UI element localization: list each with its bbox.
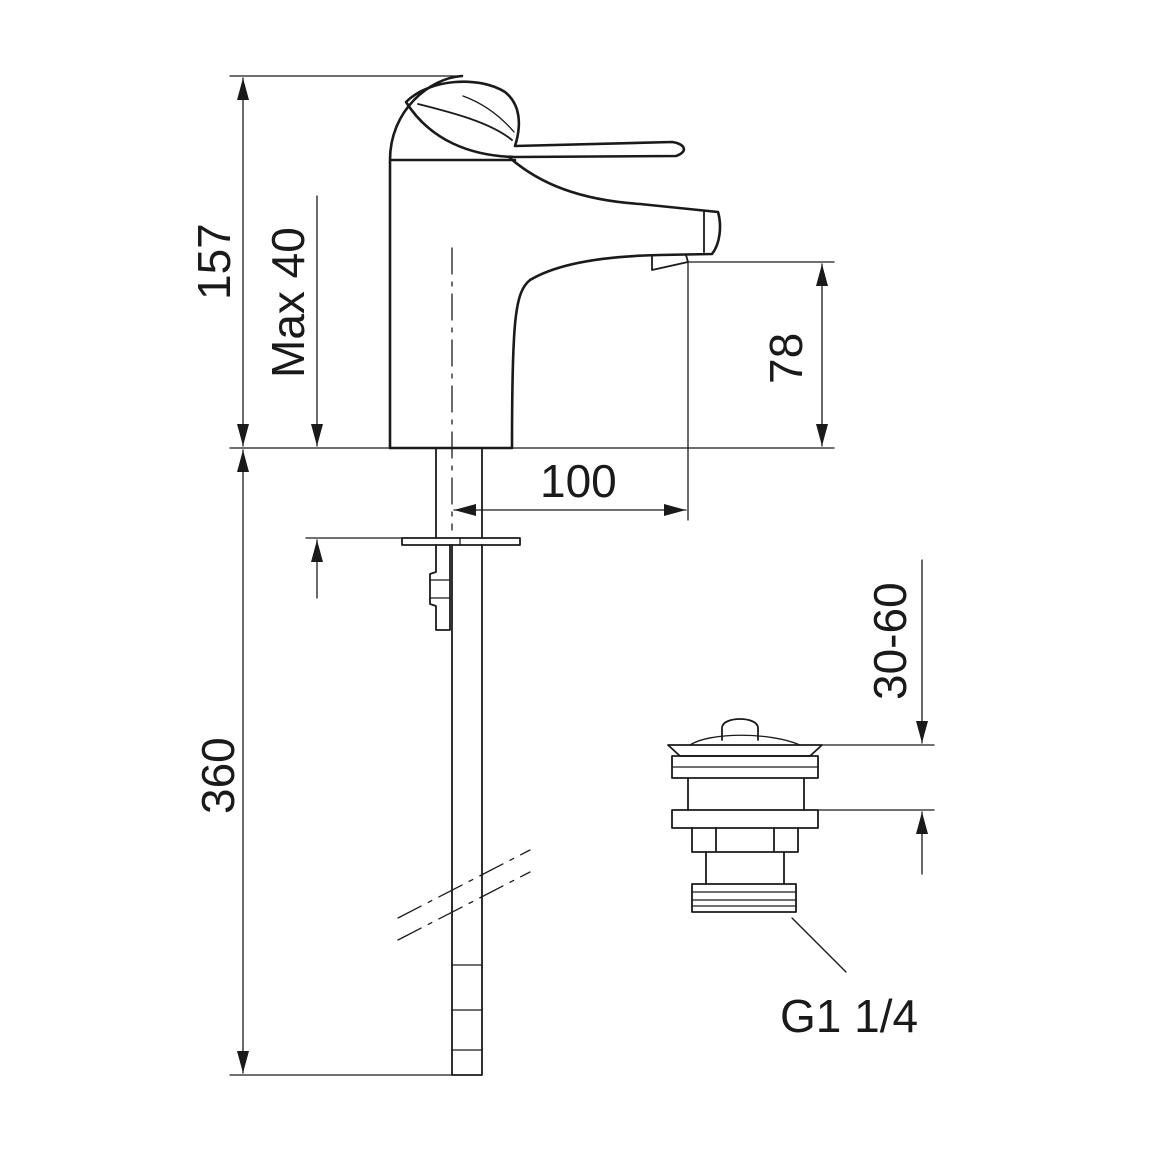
label-spout-height: 78	[760, 333, 812, 384]
break-line-1	[397, 849, 531, 919]
waste-body	[687, 777, 805, 811]
supply-hose	[451, 544, 483, 1076]
dim-waste-range	[817, 559, 935, 875]
label-waste-range: 30-60	[864, 582, 916, 700]
spout-aerator	[651, 254, 689, 271]
label-waste-thread: G1 1/4	[780, 990, 918, 1042]
faucet-body	[388, 74, 722, 450]
waste-knob	[721, 718, 759, 741]
thread-leader	[791, 917, 847, 973]
lever-handle	[404, 80, 686, 159]
label-deck-thickness: Max 40	[262, 227, 314, 378]
lever-inner-line-2	[462, 95, 515, 133]
waste-cap	[667, 744, 823, 757]
shank-and-supply	[397, 447, 531, 1076]
waste-cap-arc	[689, 734, 801, 746]
mounting-washer	[401, 537, 521, 546]
lever-inner-line	[417, 103, 513, 141]
dim-spout-height	[687, 261, 835, 447]
faucet-body-outline	[388, 74, 722, 450]
threaded-shank	[435, 447, 483, 539]
label-spout-reach: 100	[540, 455, 617, 507]
dim-spout-reach	[453, 261, 689, 521]
waste-thread	[691, 883, 797, 913]
waste-stem	[705, 851, 785, 885]
break-line-2	[397, 871, 531, 941]
waste-nut	[691, 827, 799, 853]
dim-supply-length	[237, 449, 249, 1074]
popup-waste	[667, 718, 847, 973]
dim-deck-thickness	[305, 195, 403, 599]
waste-lock-ring	[671, 809, 819, 829]
label-supply-length: 360	[192, 737, 244, 814]
label-total-height: 157	[188, 223, 240, 300]
mounting-nut	[429, 544, 451, 631]
dim-total-height	[237, 77, 249, 447]
